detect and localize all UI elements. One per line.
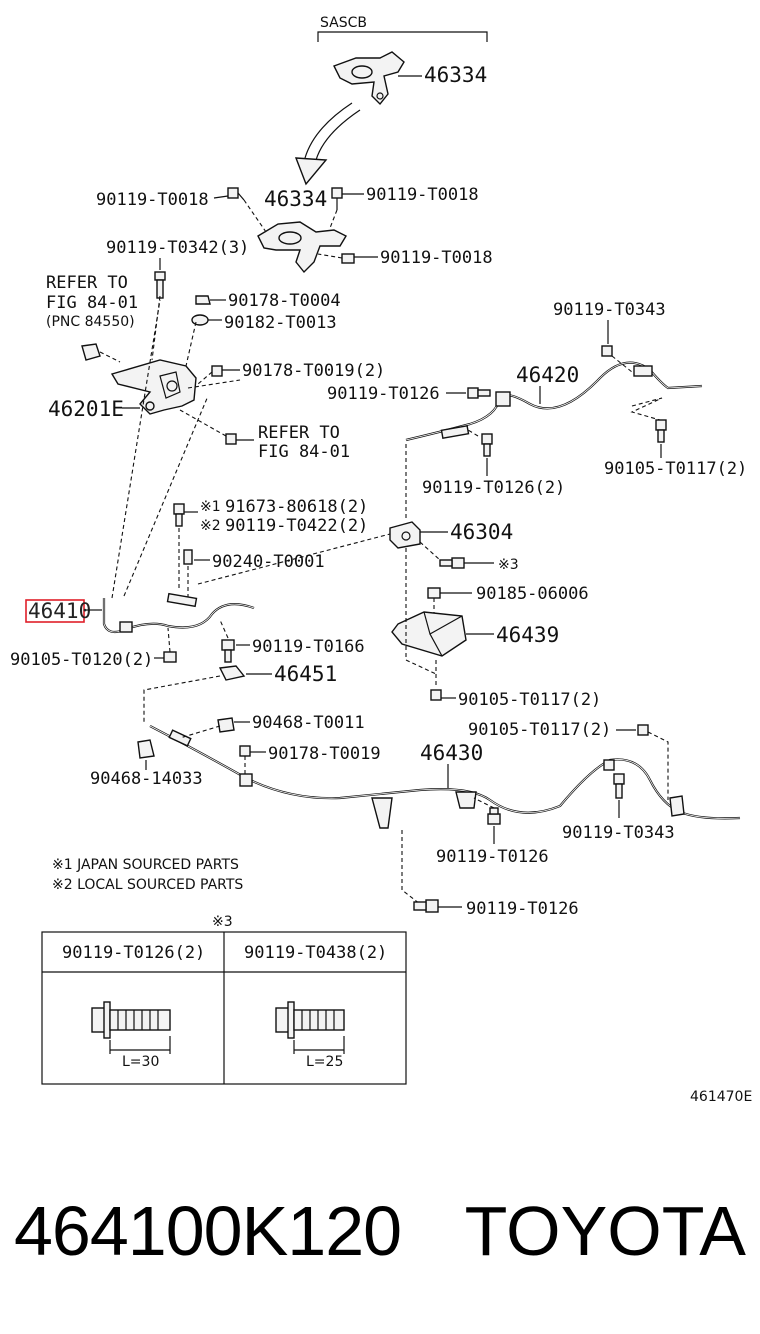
refer-left-line1: REFER TO [46,273,128,293]
bolt-icon [163,651,177,663]
clip-icon [217,717,235,733]
bolt-icon [655,419,667,443]
fastener-90119-T0018-b: 90119-T0018 [366,185,479,205]
part-46420: 46420 [516,363,579,387]
note-local-sourced: ※2 LOCAL SOURCED PARTS [52,877,243,893]
length-col1: L=30 [122,1054,159,1070]
bracket-46334-drawing [257,221,347,274]
arrow-down-icon [294,102,361,186]
bolt-icon [613,773,625,799]
group-label: SASCB [320,15,367,31]
bolt-icon [467,387,491,399]
guard-46439-drawing [391,611,467,657]
part-46201E: 46201E [48,397,124,421]
fastener-90119-T0126-2: 90119-T0126(2) [422,478,565,498]
nut-icon [211,365,223,377]
fastener-90119-T0343-a: 90119-T0343 [553,300,666,320]
fastener-90182-T0013: 90182-T0013 [224,313,337,333]
part-46430: 46430 [420,741,483,765]
part-46451: 46451 [274,662,337,686]
bolt-icon [430,689,442,701]
cable-46430-drawing [149,725,741,829]
fastener-90119-T0126-c: 90119-T0126 [466,899,579,919]
part-46334: 46334 [264,187,327,211]
nut-icon [191,295,211,326]
fastener-90105-T0117-a: 90105-T0117(2) [604,459,747,479]
part-46304: 46304 [450,520,513,544]
bolt-icon [341,253,355,264]
table-header-col2: 90119-T0438(2) [244,943,387,963]
refer-mid-line1: REFER TO [258,423,340,443]
clip-icon [137,739,155,759]
bolt-icon [173,503,185,527]
part-46410: 46410 [28,599,91,623]
flange-bolt-icon [275,1001,345,1054]
bracket-46334-sascb-drawing [333,51,405,106]
bolt-icon [481,433,493,457]
bolt-icon [227,187,245,201]
fastener-90105-T0117-b: 90105-T0117(2) [458,690,601,710]
fastener-90178-T0019: 90178-T0019 [268,744,381,764]
group-bracket [317,31,488,42]
cable-46420-drawing [405,361,703,442]
refer-mid-line2: FIG 84-01 [258,442,350,462]
refer-left-line2: FIG 84-01 [46,293,138,313]
fastener-90185-06006: 90185-06006 [476,584,589,604]
fastener-90119-T0342: 90119-T0342(3) [106,238,249,258]
fastener-90105-T0120: 90105-T0120(2) [10,650,153,670]
footer: 464100K120 TOYOTA [0,1186,760,1276]
fastener-90468-14033: 90468-14033 [90,769,203,789]
mark-2: ※2 [200,518,221,534]
flange-bolt-icon [91,1001,171,1054]
bolt-icon [331,187,343,210]
equalizer-46304-drawing [389,521,421,549]
fastener-90178-T0004: 90178-T0004 [228,291,341,311]
fastener-90119-T0126-b: 90119-T0126 [436,847,549,867]
clip-icon [183,549,193,565]
fastener-90240-T0001: 90240-T0001 [212,552,325,572]
footer-part-number: 464100K120 [14,1192,402,1270]
bolt-icon [154,271,166,299]
clip-icon [81,343,101,361]
bolt-icon [225,433,237,445]
bolt-icon [601,345,613,357]
cable-46410-drawing [102,592,255,634]
bolt-icon [637,724,649,736]
fastener-90119-T0166: 90119-T0166 [252,637,365,657]
bolt-icon [221,639,235,663]
fastener-90119-T0018-c: 90119-T0018 [380,248,493,268]
bolt-icon [413,899,439,913]
fastener-90178-T0019-2: 90178-T0019(2) [242,361,385,381]
part-46439: 46439 [496,623,559,647]
fastener-90119-T0343-b: 90119-T0343 [562,823,675,843]
mark-1: ※1 [200,499,221,515]
footer-brand: TOYOTA [464,1192,746,1270]
bolt-icon [439,557,465,569]
bolt-icon [487,807,501,825]
clip-icon [427,587,441,599]
table-header-col1: 90119-T0126(2) [62,943,205,963]
nut-icon [239,745,251,757]
mark-3: ※3 [498,557,519,573]
note-japan-sourced: ※1 JAPAN SOURCED PARTS [52,857,239,873]
highlight-box-46410 [25,599,85,623]
fastener-90119-T0126-a: 90119-T0126 [327,384,440,404]
refer-left-line3: (PNC 84550) [46,314,135,330]
fastener-90119-T0018-a: 90119-T0018 [96,190,209,210]
length-col2: L=25 [306,1054,343,1070]
fastener-91673-80618: 91673-80618(2) [225,497,368,517]
table-mark-3: ※3 [212,914,233,930]
lever-46201E-drawing [110,359,197,415]
part-46334-sascb: 46334 [424,63,487,87]
fastener-90105-T0117-c: 90105-T0117(2) [468,720,611,740]
fig-code: 461470E [690,1089,752,1105]
clip-46451-drawing [218,665,246,681]
fastener-90468-T0011: 90468-T0011 [252,713,365,733]
fastener-90119-T0422: 90119-T0422(2) [225,516,368,536]
